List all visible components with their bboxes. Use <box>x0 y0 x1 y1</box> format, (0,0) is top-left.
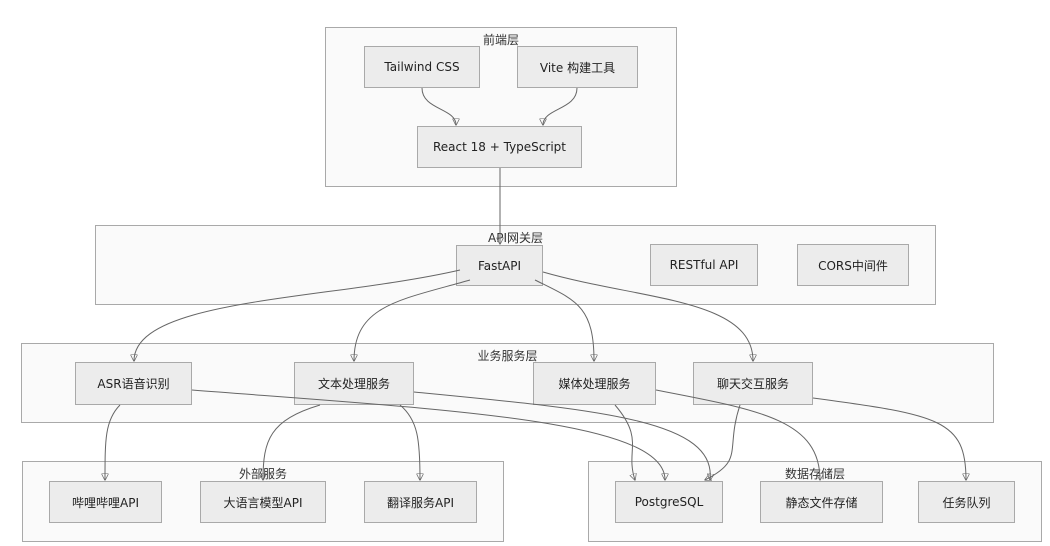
node-fastapi[interactable]: FastAPI <box>456 245 543 286</box>
node-vite[interactable]: Vite 构建工具 <box>517 46 638 88</box>
node-queue[interactable]: 任务队列 <box>918 481 1015 523</box>
node-llm[interactable]: 大语言模型API <box>200 481 326 523</box>
node-restful[interactable]: RESTful API <box>650 244 758 286</box>
node-asr[interactable]: ASR语音识别 <box>75 362 192 405</box>
node-static[interactable]: 静态文件存储 <box>760 481 883 523</box>
node-cors[interactable]: CORS中间件 <box>797 244 909 286</box>
cluster-frontend-label: 前端层 <box>482 33 519 47</box>
cluster-external-label: 外部服务 <box>238 467 287 481</box>
node-bilibili[interactable]: 哔哩哔哩API <box>49 481 162 523</box>
cluster-storage-label: 数据存储层 <box>784 467 845 481</box>
node-text[interactable]: 文本处理服务 <box>294 362 414 405</box>
node-translate[interactable]: 翻译服务API <box>364 481 477 523</box>
node-media[interactable]: 媒体处理服务 <box>533 362 656 405</box>
node-tailwind[interactable]: Tailwind CSS <box>364 46 480 88</box>
node-react[interactable]: React 18 + TypeScript <box>417 126 582 168</box>
node-postgres[interactable]: PostgreSQL <box>615 481 723 523</box>
cluster-business-label: 业务服务层 <box>477 349 538 363</box>
node-chat[interactable]: 聊天交互服务 <box>693 362 813 405</box>
